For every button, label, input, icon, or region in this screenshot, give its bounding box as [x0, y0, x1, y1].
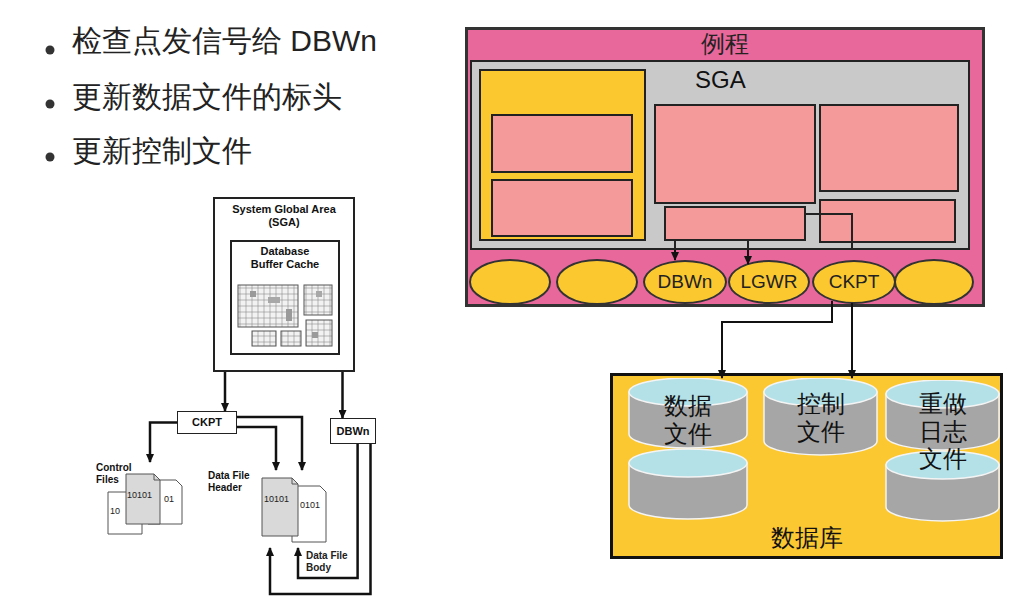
- control-file-icons: [108, 474, 182, 534]
- node-text: CKPT: [192, 416, 222, 429]
- binary-text: 10101: [127, 490, 152, 500]
- label-holder: 更新数据文件的标头: [72, 80, 342, 115]
- label-holder: 10101: [264, 494, 289, 504]
- process-oval: LGWR: [728, 260, 810, 304]
- node-text: 控制 文件: [792, 390, 850, 445]
- buffer-cache-box: Database Buffer Cache: [230, 240, 340, 355]
- connector-line: [237, 427, 276, 470]
- process-oval: CKPT: [812, 260, 896, 304]
- redolog-cylinder: 重做 日志 文件: [885, 380, 1000, 522]
- label-holder: 0101: [300, 500, 320, 510]
- connector-line: [722, 301, 832, 378]
- connector-line: [851, 303, 853, 378]
- binary-text: 0101: [300, 500, 320, 510]
- connector: [852, 303, 853, 378]
- label-holder: 更新控制文件: [72, 134, 252, 169]
- process-box: DBWn: [330, 418, 376, 444]
- node-text: DBWn: [337, 425, 370, 438]
- connector-line: [747, 250, 749, 264]
- connector: [237, 417, 302, 470]
- binary-text: 10: [110, 506, 120, 516]
- connector: [675, 250, 676, 260]
- bullet-dot: [46, 100, 55, 109]
- node-text: SGA: [695, 66, 746, 94]
- data-file-icons: [262, 478, 326, 542]
- connector-line: [150, 423, 177, 463]
- node-text: LGWR: [741, 271, 798, 293]
- label-holder: 检查点发信号给 DBWn: [72, 24, 377, 59]
- connector-line: [298, 444, 358, 578]
- connector: [270, 444, 371, 594]
- bullet-text: 更新数据文件的标头: [72, 80, 342, 115]
- node-text: 数据 文件: [659, 392, 717, 447]
- connector: [722, 301, 832, 378]
- label-holder: 10101: [127, 490, 152, 500]
- label-holder: 10: [110, 506, 120, 516]
- buffer-lines: [675, 214, 852, 250]
- node-text: Control Files: [96, 462, 138, 486]
- connector-line: [237, 417, 302, 470]
- node-text: 重做 日志 文件: [914, 390, 972, 473]
- connector-line: [224, 372, 227, 411]
- bullet-text: 更新控制文件: [72, 134, 252, 169]
- buffer-grid: [238, 285, 332, 346]
- controlfile-cylinder: 控制 文件: [763, 378, 878, 456]
- node-text: DBWn: [658, 271, 713, 293]
- connector: [150, 423, 177, 463]
- instance-box: 例程 SGA DBWn LGWR CKPT: [465, 27, 985, 307]
- bullet-dot: [46, 153, 55, 162]
- node-text: CKPT: [829, 271, 880, 293]
- label-holder: Data File Body: [306, 550, 358, 573]
- database-box: 数据库 数据 文件 控制 文件 重做 日志 文件: [610, 373, 1003, 559]
- bullet-dot: [46, 46, 55, 55]
- connector: [748, 250, 749, 264]
- node-text: 例程: [701, 30, 749, 58]
- connector: [342, 372, 343, 418]
- callout-label: Data File Body: [306, 550, 358, 573]
- process-oval: DBWn: [643, 260, 727, 304]
- node-text: Data File Header: [208, 470, 260, 494]
- node-text: 数据库: [771, 524, 843, 552]
- process-ovals: [470, 260, 973, 304]
- datafile-cylinder: 数据 文件: [628, 378, 748, 520]
- connector-line: [270, 444, 371, 594]
- label-holder: 01: [164, 494, 174, 504]
- bullet-text: 检查点发信号给 DBWn: [72, 24, 377, 59]
- binary-text: 10101: [264, 494, 289, 504]
- node-text: System Global Area (SGA): [228, 203, 340, 229]
- sga-box: SGA: [470, 60, 970, 250]
- process-box: CKPT: [177, 411, 237, 434]
- connector: [225, 372, 226, 411]
- connector-line: [341, 372, 344, 418]
- node-text: Database Buffer Cache: [245, 245, 325, 271]
- sga-box: System Global Area (SGA) Database Buffer …: [213, 197, 355, 372]
- sga-areas: [480, 70, 958, 242]
- binary-text: 01: [164, 494, 174, 504]
- connector-line: [674, 250, 676, 260]
